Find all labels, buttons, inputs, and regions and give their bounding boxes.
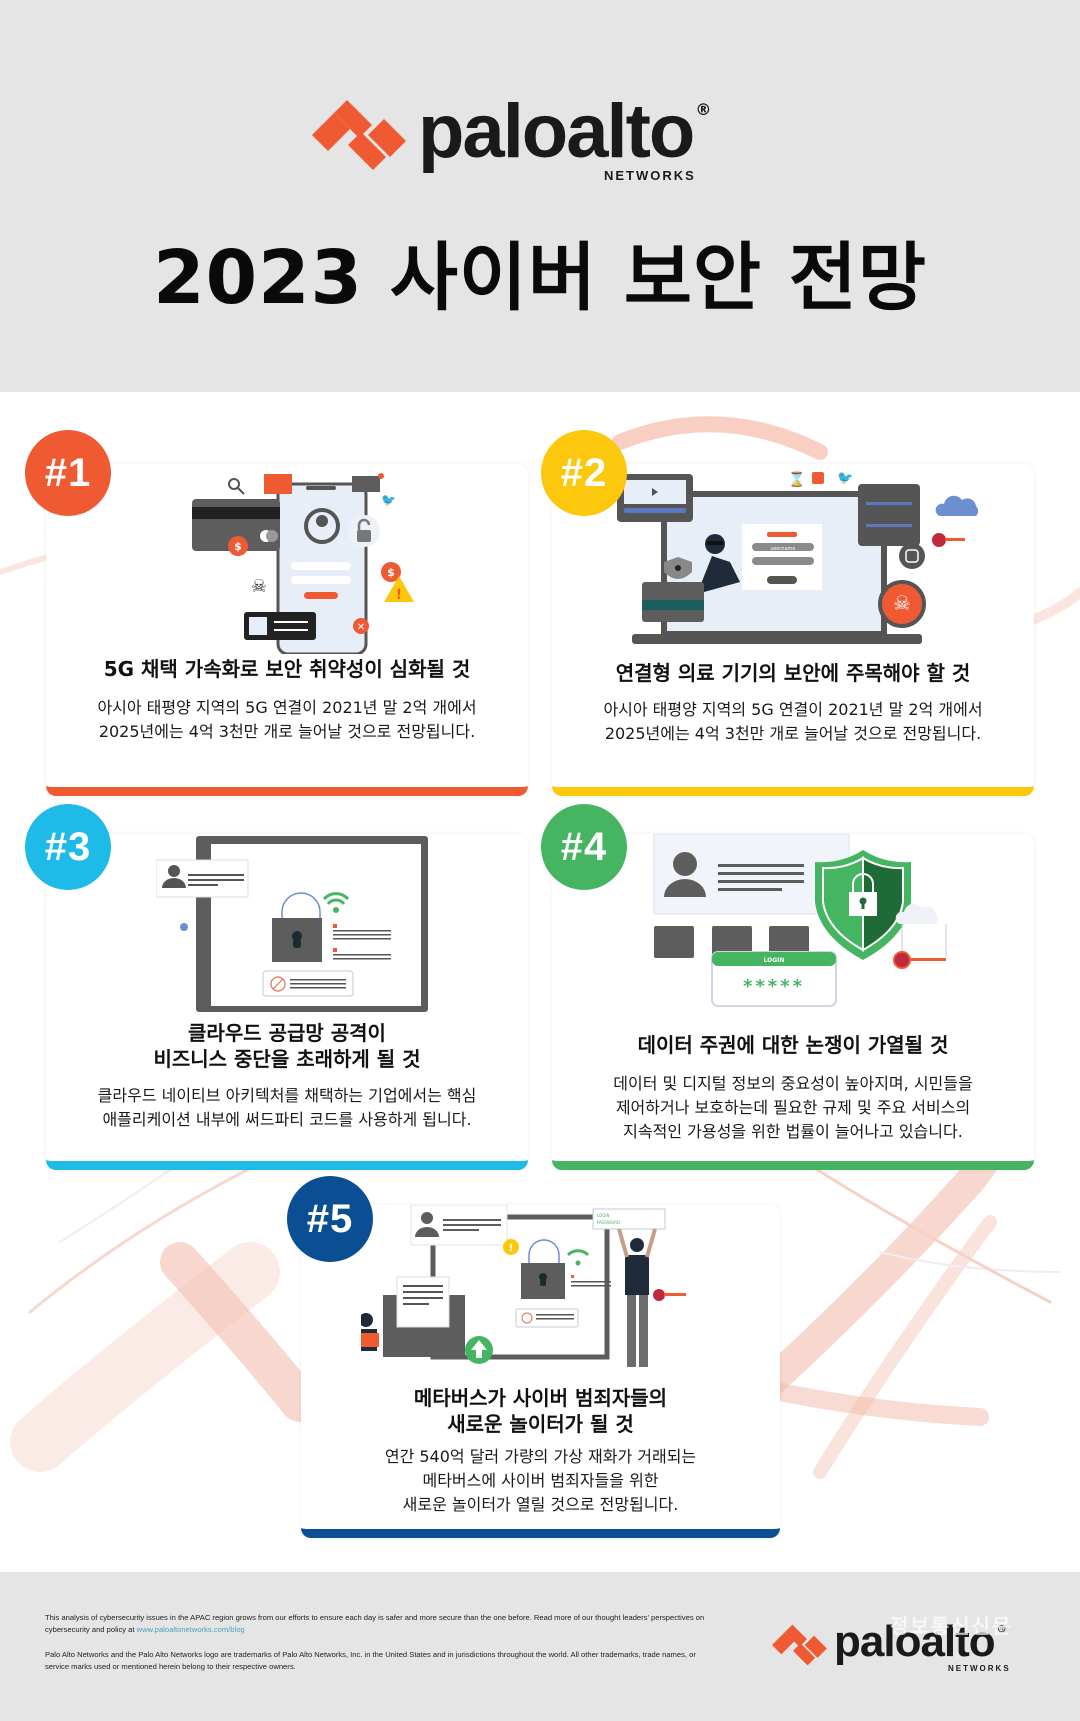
brand-subtitle: NETWORKS (604, 168, 696, 183)
svg-text:☠: ☠ (251, 576, 267, 597)
brand-wordmark: paloalto (418, 89, 695, 174)
publisher-watermark: 정보통신신문 (890, 1614, 1013, 1638)
svg-text:*****: ***** (743, 976, 805, 997)
svg-text:⌛: ⌛ (788, 471, 805, 488)
brand-subtitle: NETWORKS (948, 1664, 1011, 1673)
prediction-card-1: $ $ ! ✕ ☠ 🐦 5G 채택 가속화로 보안 취약성이 심화될 것 아시아… (46, 464, 528, 796)
svg-text:$: $ (387, 566, 395, 579)
badge-4: #4 (541, 804, 627, 890)
svg-text:🐦: 🐦 (381, 493, 396, 507)
shield-login-illustration: LOGIN ***** (653, 834, 947, 1007)
prediction-card-4: LOGIN ***** 데이터 주권에 대한 논쟁이 가열될 것 데이터 및 디… (552, 834, 1034, 1170)
paloalto-logo: paloalto ® NETWORKS (312, 94, 712, 183)
header-banner: paloalto ® NETWORKS 2023 사이버 보안 전망 (0, 0, 1080, 392)
footer-disclaimer: This analysis of cybersecurity issues in… (45, 1613, 705, 1634)
svg-text:✕: ✕ (357, 622, 365, 633)
smartphone-security-illustration: $ $ ! ✕ ☠ 🐦 (192, 473, 414, 654)
badge-5: #5 (287, 1176, 373, 1262)
brand-wordmark: paloalto (834, 1617, 996, 1666)
card-title: 연결형 의료 기기의 보안에 주목해야 할 것 (615, 661, 971, 685)
registered-mark: ® (695, 100, 712, 119)
blog-link[interactable]: www.paloaltonetworks.com/blog (136, 1625, 245, 1634)
svg-text:$: $ (234, 540, 242, 553)
registered-mark: ® (996, 1624, 1007, 1635)
hacker-laptop-illustration: username ☠ 🐦 ⌛ (617, 471, 979, 644)
svg-text:PASSWORD: PASSWORD (597, 1220, 620, 1225)
paloalto-mark-icon (772, 1624, 827, 1666)
svg-text:LOGIN: LOGIN (597, 1213, 610, 1218)
svg-text:🐦: 🐦 (837, 471, 853, 486)
paloalto-mark-icon (312, 100, 406, 170)
svg-text:☠: ☠ (893, 591, 911, 615)
page-title: 2023 사이버 보안 전망 (153, 235, 927, 321)
footer (0, 1572, 1080, 1721)
footer-trademark: Palo Alto Networks and the Palo Alto Net… (45, 1650, 696, 1671)
svg-text:!: ! (509, 1243, 514, 1254)
tablet-padlock-illustration (156, 836, 428, 1012)
badge-2: #2 (541, 430, 627, 516)
badge-3: #3 (25, 804, 111, 890)
svg-text:username: username (771, 546, 796, 552)
card-title: 5G 채택 가속화로 보안 취약성이 심화될 것 (103, 657, 471, 681)
svg-text:LOGIN: LOGIN (764, 957, 785, 964)
metaverse-hackers-illustration: ! LOGIN PASSWORD (361, 1205, 686, 1367)
svg-text:!: ! (396, 587, 402, 603)
paloalto-logo-footer: paloalto ® NETWORKS (772, 1620, 1009, 1673)
badge-1: #1 (25, 430, 111, 516)
card-title: 데이터 주권에 대한 논쟁이 가열될 것 (637, 1033, 949, 1057)
prediction-card-2: username ☠ 🐦 ⌛ 연결형 의료 기기의 보안에 주목해야 할 것 아… (552, 464, 1034, 796)
